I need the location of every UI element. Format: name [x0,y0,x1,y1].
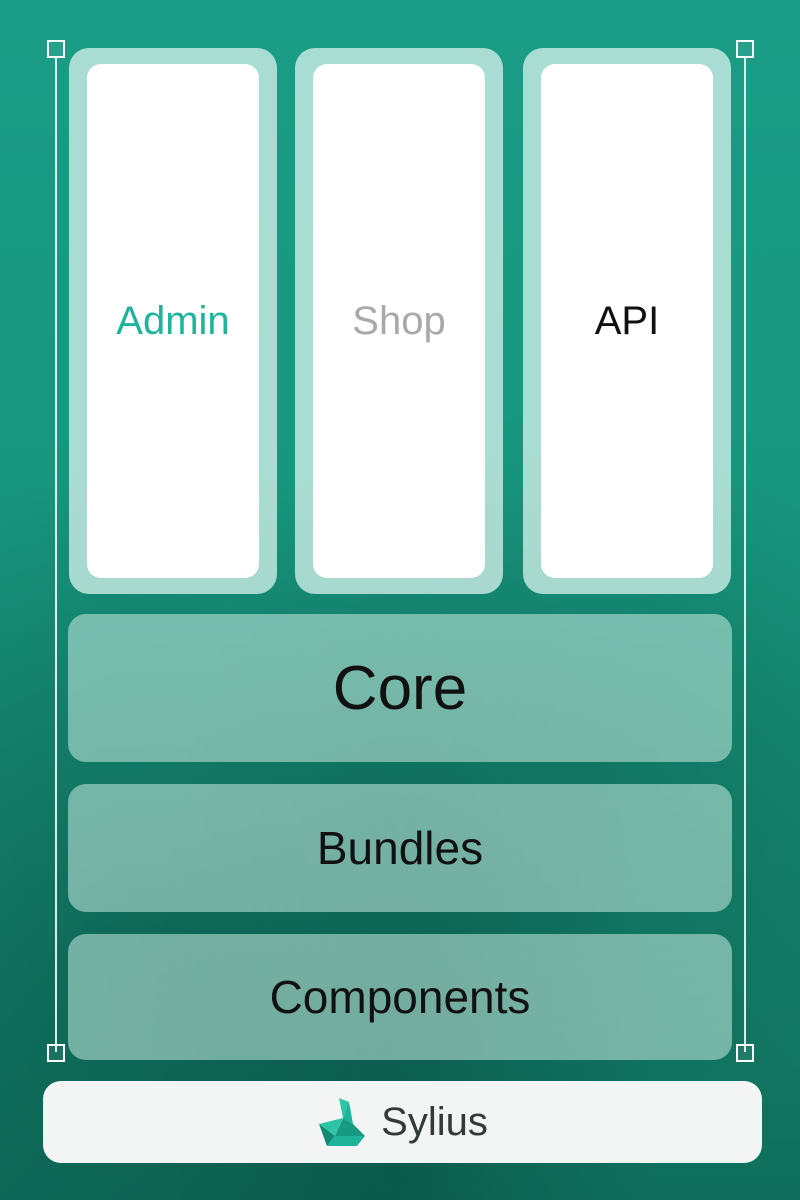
handle-top-right[interactable] [736,40,754,58]
layer-core: Core [68,614,732,762]
sylius-swan-icon [319,1098,366,1146]
layer-bundles: Bundles [68,784,732,912]
column-api: API [523,48,731,594]
brand-name: Sylius [381,1099,488,1144]
layer-components-label: Components [269,971,531,1023]
column-api-label: API [594,298,660,343]
column-shop-panel: Shop [313,64,485,578]
footer-brand-bar: Sylius [43,1081,762,1163]
column-api-panel: API [541,64,713,578]
column-shop: Shop [295,48,503,594]
layer-bundles-label: Bundles [316,822,484,874]
frame-line-left [55,56,57,1052]
column-admin: Admin [69,48,277,594]
column-shop-label: Shop [352,298,446,343]
column-admin-panel: Admin [87,64,259,578]
handle-bottom-left[interactable] [47,1044,65,1062]
handle-top-left[interactable] [47,40,65,58]
layer-components: Components [68,934,732,1060]
layer-core-label: Core [332,653,468,723]
frame-line-right [744,56,746,1052]
handle-bottom-right[interactable] [736,1044,754,1062]
column-admin-label: Admin [116,298,230,343]
